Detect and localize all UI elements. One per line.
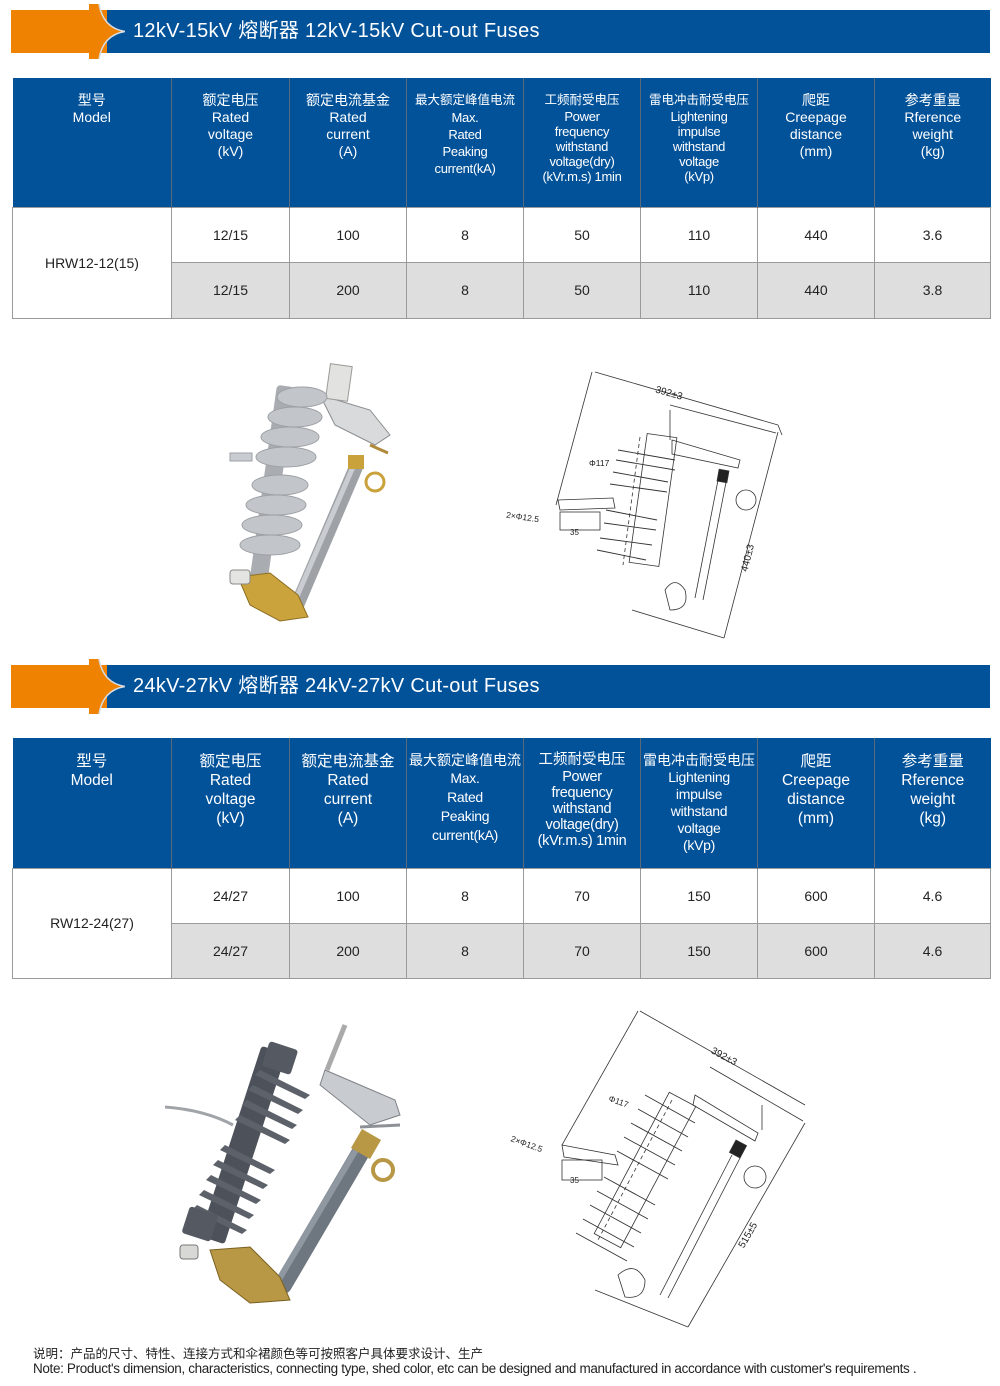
section-banner-12kv: 12kV-15kV 熔断器 12kV-15kV Cut-out Fuses — [11, 4, 990, 59]
svg-text:392±3: 392±3 — [709, 1046, 739, 1069]
weight-cell: 3.8 — [874, 261, 991, 319]
svg-text:440±3: 440±3 — [740, 543, 757, 573]
power-frequency-cell: 50 — [523, 206, 641, 263]
creepage-cell: 600 — [757, 867, 875, 924]
creepage-cell: 440 — [757, 206, 875, 263]
note-chinese: 说明：产品的尺寸、特性、连接方式和伞裙颜色等可按照客户具体要求设计、生产 — [33, 1347, 484, 1361]
svg-text:2×Φ12.5: 2×Φ12.5 — [506, 510, 540, 525]
weight-cell: 4.6 — [874, 922, 991, 979]
product-photo-24kv — [164, 1024, 401, 1304]
creepage-cell: 600 — [757, 922, 875, 979]
lightning-impulse-cell: 150 — [640, 867, 758, 924]
lightning-impulse-cell: 110 — [640, 261, 758, 319]
lightning-impulse-cell: 150 — [640, 922, 758, 979]
svg-text:2×Φ12.5: 2×Φ12.5 — [509, 1133, 544, 1154]
dimension-drawing-12kv: 392±3 440±3 Φ117 2×Φ12.5 35 — [506, 371, 783, 639]
peak-current-cell: 8 — [406, 922, 524, 979]
model-cell: RW12-24(27) — [12, 867, 172, 979]
weight-cell: 4.6 — [874, 867, 991, 924]
table-row: 24/27 200 8 70 150 600 4.6 — [13, 922, 991, 979]
banner-notch-decoration — [89, 659, 125, 714]
peak-current-cell: 8 — [406, 206, 524, 263]
peak-current-cell: 8 — [406, 261, 524, 319]
rated-voltage-cell: 12/15 — [171, 261, 290, 319]
rated-voltage-cell: 24/27 — [171, 922, 290, 979]
svg-text:Φ117: Φ117 — [607, 1093, 630, 1109]
section-title: 12kV-15kV 熔断器 12kV-15kV Cut-out Fuses — [133, 20, 540, 42]
dimension-drawing-24kv: 392±3 515±5 Φ117 2×Φ12.5 35 — [509, 1010, 806, 1328]
power-frequency-cell: 70 — [523, 922, 641, 979]
table-row: HRW12-12(15) 12/15 100 8 50 110 440 3.6 — [12, 206, 991, 319]
svg-text:35: 35 — [570, 1176, 579, 1185]
svg-text:392±3: 392±3 — [654, 385, 684, 403]
rated-voltage-cell: 12/15 — [171, 206, 290, 263]
table-row: RW12-24(27) 24/27 100 8 70 150 600 4.6 — [12, 867, 991, 979]
svg-text:35: 35 — [570, 528, 579, 537]
peak-current-cell: 8 — [406, 867, 524, 924]
model-cell: HRW12-12(15) — [12, 206, 172, 319]
rated-current-cell: 100 — [289, 867, 407, 924]
power-frequency-cell: 70 — [523, 867, 641, 924]
svg-text:Φ117: Φ117 — [589, 458, 610, 468]
rated-voltage-cell: 24/27 — [171, 867, 290, 924]
table-row: 12/15 200 8 50 110 440 3.8 — [13, 261, 991, 319]
weight-cell: 3.6 — [874, 206, 991, 263]
section-banner-24kv: 24kV-27kV 熔断器 24kV-27kV Cut-out Fuses — [11, 659, 990, 714]
rated-current-cell: 200 — [289, 261, 407, 319]
creepage-cell: 440 — [757, 261, 875, 319]
banner-notch-decoration — [89, 4, 125, 59]
section-title: 24kV-27kV 熔断器 24kV-27kV Cut-out Fuses — [133, 675, 540, 697]
rated-current-cell: 100 — [289, 206, 407, 263]
power-frequency-cell: 50 — [523, 261, 641, 319]
rated-current-cell: 200 — [289, 922, 407, 979]
note-english: Note: Product's dimension, characteristi… — [33, 1361, 917, 1376]
lightning-impulse-cell: 110 — [640, 206, 758, 263]
product-photo-12kv — [229, 363, 391, 622]
